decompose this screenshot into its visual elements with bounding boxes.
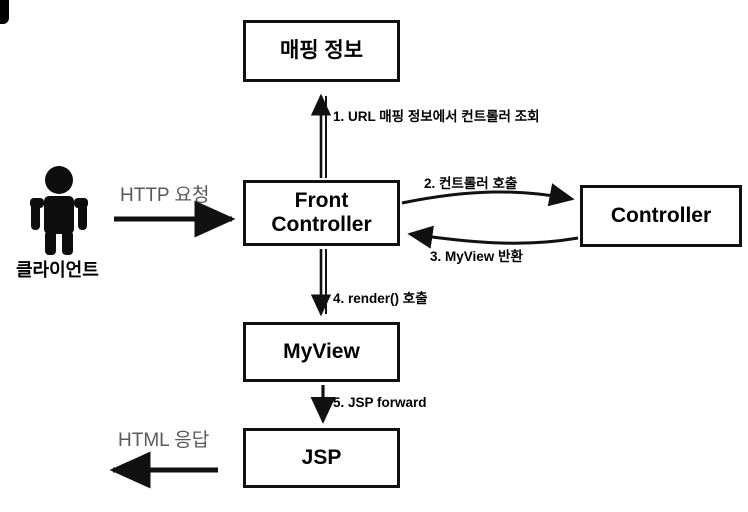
client-label: 클라이언트 (16, 260, 99, 280)
client-figure-icon (30, 166, 88, 255)
step-label-2: 2. 컨트롤러 호출 (424, 176, 518, 191)
http-request-label: HTTP 요청 (120, 185, 210, 206)
html-response-label: HTML 응답 (118, 430, 210, 451)
node-mapping-info[interactable]: 매핑 정보 (243, 20, 400, 82)
node-front-controller[interactable]: Front Controller (243, 180, 400, 246)
step-label-5: 5. JSP forward (333, 395, 427, 410)
node-front-controller-label: Front Controller (271, 189, 371, 237)
node-myview-label: MyView (283, 339, 360, 363)
node-mapping-info-label: 매핑 정보 (279, 38, 364, 62)
node-controller-label: Controller (610, 203, 712, 227)
corner-notch-decoration (0, 0, 9, 24)
node-jsp-label: JSP (301, 445, 342, 469)
arrow-front-to-myview (310, 249, 332, 317)
arrow-controller-to-front (407, 225, 579, 249)
node-jsp[interactable]: JSP (243, 428, 400, 488)
node-front-controller-line1: Front (294, 188, 349, 212)
step-label-1: 1. URL 매핑 정보에서 컨트롤러 조회 (333, 109, 540, 124)
arrow-front-to-mapping (310, 93, 332, 178)
node-front-controller-line2: Controller (271, 213, 372, 236)
node-myview[interactable]: MyView (243, 322, 400, 382)
node-controller[interactable]: Controller (580, 185, 742, 247)
arrow-front-to-controller (401, 183, 575, 207)
step-label-4: 4. render() 호출 (333, 291, 428, 306)
step-label-3: 3. MyView 반환 (430, 249, 523, 264)
